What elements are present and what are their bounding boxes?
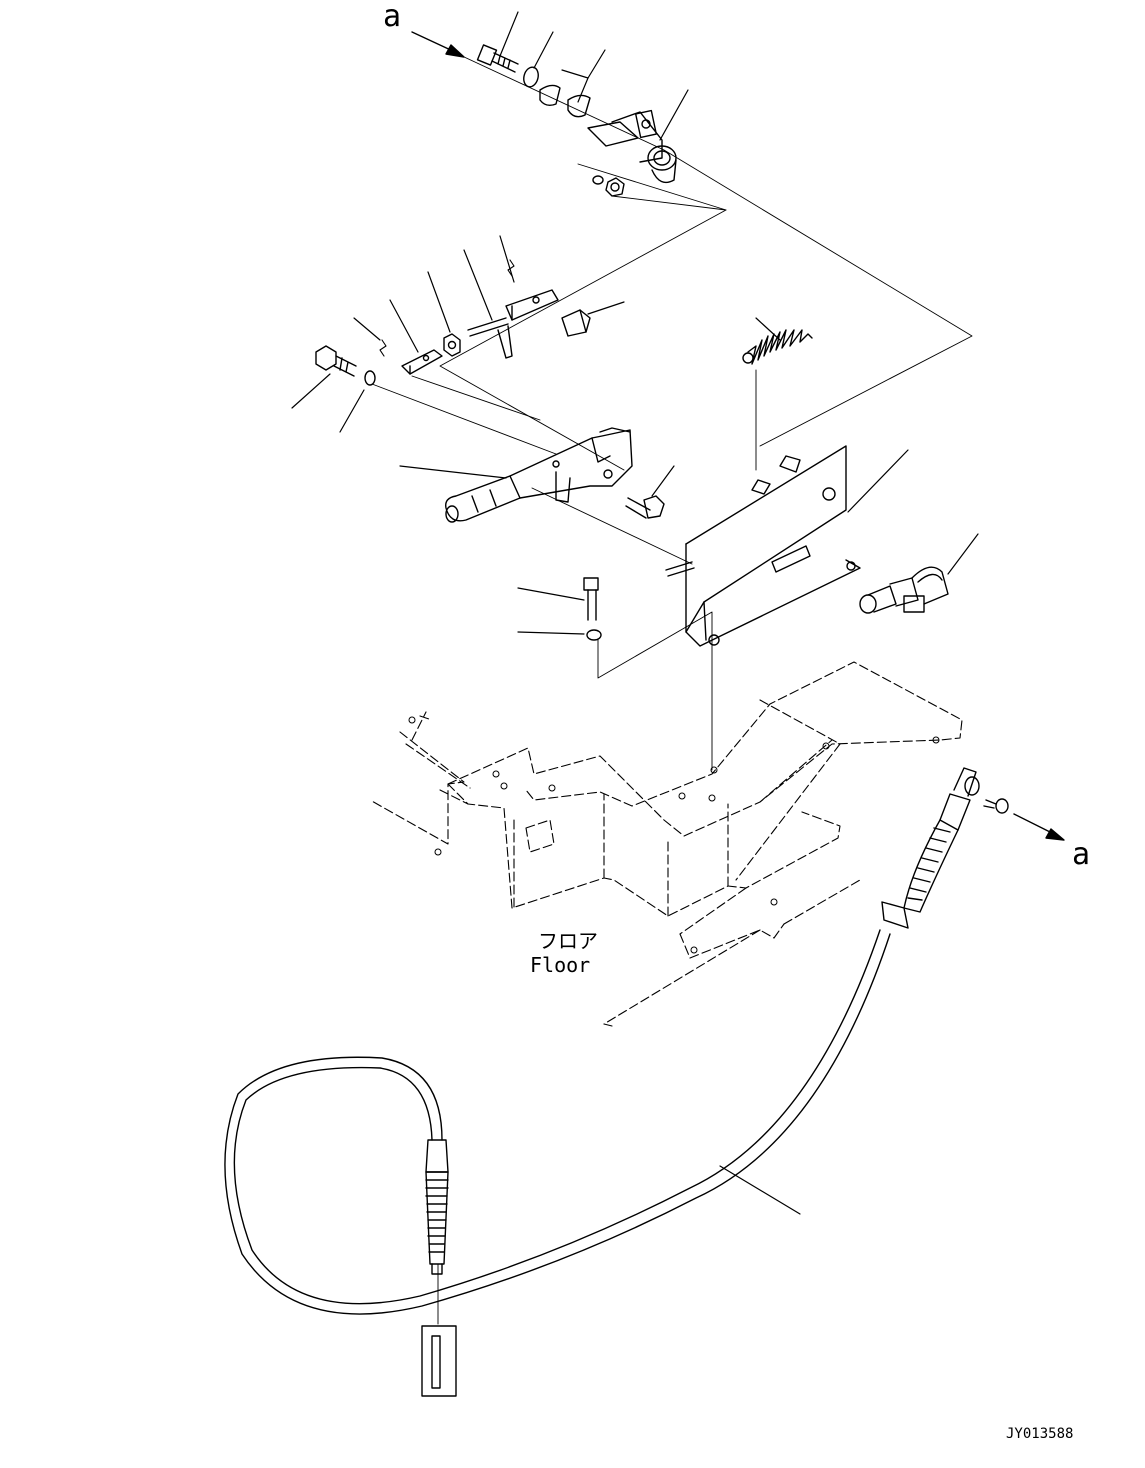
- mount-bolt: [583, 577, 599, 621]
- drawing-id: JY013588: [1006, 1426, 1073, 1442]
- return-spring: [747, 329, 813, 365]
- leader-lines: [291, 11, 979, 1215]
- reference-arrow-right: [1013, 813, 1065, 841]
- lock-nut: [443, 333, 461, 357]
- floor-label-en: Floor: [530, 953, 590, 977]
- parking-brake-lever: [445, 427, 633, 523]
- lever-pivot-bolt: [625, 495, 665, 519]
- mount-washer: [586, 629, 602, 641]
- pivot-bushings: [539, 84, 591, 118]
- reference-label-a-top: a: [383, 0, 401, 34]
- parking-brake-cable: [224, 767, 1009, 1397]
- stud-left: [665, 561, 695, 577]
- floor-holes: [408, 716, 940, 954]
- link-plate: [401, 349, 443, 375]
- clevis-pin: [561, 309, 591, 337]
- assembly-guide-lines: [371, 55, 973, 1325]
- reference-arrow-top: [411, 31, 465, 58]
- washer-left: [364, 370, 376, 386]
- pivot-bracket: [587, 109, 677, 184]
- floor-structure: [369, 661, 963, 1027]
- hex-bolt-left: [315, 345, 357, 377]
- pivot-bolt: [476, 44, 519, 73]
- reference-label-a-right: a: [1072, 837, 1090, 872]
- brake-switch: [859, 566, 949, 614]
- spring-hook: [742, 352, 754, 364]
- pivot-nut-washer: [592, 175, 625, 197]
- lever-bracket: [685, 445, 861, 647]
- floor-label-jp: フロア: [538, 929, 598, 953]
- rod-clevis: [467, 289, 559, 359]
- leader-breaks: [379, 259, 515, 357]
